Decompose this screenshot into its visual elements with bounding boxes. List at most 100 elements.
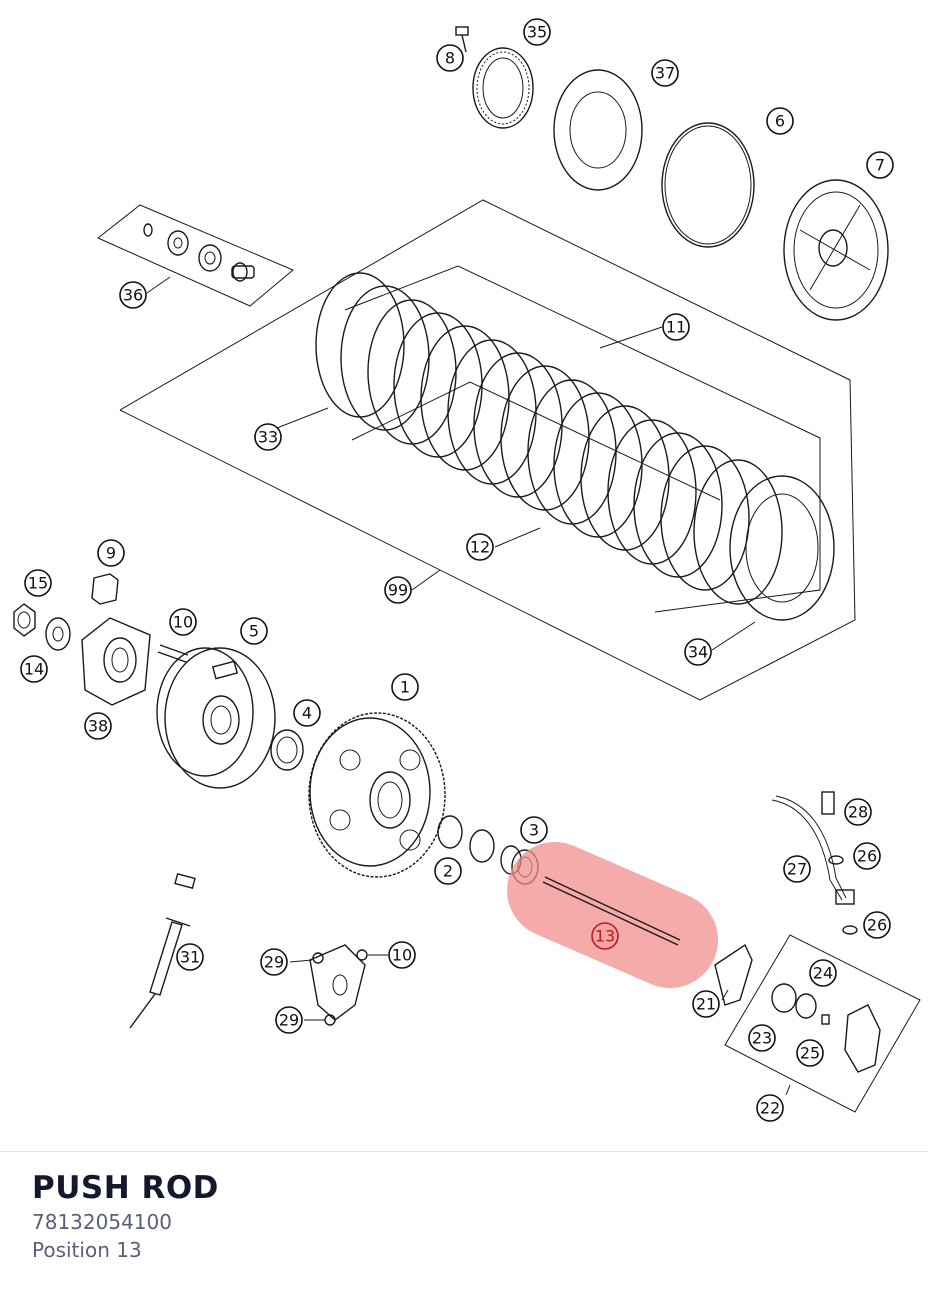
callout-4[interactable]: 4 bbox=[293, 699, 321, 727]
svg-text:3: 3 bbox=[529, 821, 539, 840]
callout-33[interactable]: 33 bbox=[254, 423, 282, 451]
svg-text:15: 15 bbox=[28, 574, 48, 593]
svg-text:24: 24 bbox=[813, 964, 833, 983]
callout-7[interactable]: 7 bbox=[866, 151, 894, 179]
part-number: 78132054100 bbox=[32, 1210, 172, 1234]
callout-1[interactable]: 1 bbox=[391, 673, 419, 701]
clutch-basket-5 bbox=[156, 647, 276, 789]
callout-12[interactable]: 12 bbox=[466, 533, 494, 561]
svg-text:26: 26 bbox=[867, 916, 887, 935]
svg-text:99: 99 bbox=[388, 581, 408, 600]
small-parts-kit-35 bbox=[143, 223, 255, 282]
callout-11[interactable]: 11 bbox=[662, 313, 690, 341]
svg-text:7: 7 bbox=[875, 156, 885, 175]
slave-cylinder-22 bbox=[771, 983, 881, 1073]
svg-text:29: 29 bbox=[264, 953, 284, 972]
callout-21[interactable]: 21 bbox=[692, 990, 720, 1018]
callout-24[interactable]: 24 bbox=[809, 959, 837, 987]
part-position: Position 13 bbox=[32, 1238, 142, 1262]
hose-28-27 bbox=[771, 791, 855, 905]
svg-text:1: 1 bbox=[400, 678, 410, 697]
callout-10-bottom[interactable]: 10 bbox=[388, 941, 416, 969]
clutch-plate-stack bbox=[315, 272, 835, 621]
svg-text:5: 5 bbox=[249, 622, 259, 641]
callout-2[interactable]: 2 bbox=[434, 857, 462, 885]
svg-text:2: 2 bbox=[443, 862, 453, 881]
svg-text:23: 23 bbox=[752, 1029, 772, 1048]
part-info-panel: PUSH ROD 78132054100 Position 13 bbox=[32, 1168, 219, 1264]
group-box-35 bbox=[97, 204, 294, 307]
grease-syringe-31 bbox=[129, 872, 196, 1029]
screw-10-top bbox=[455, 26, 469, 53]
svg-text:10: 10 bbox=[173, 613, 193, 632]
callout-26-top[interactable]: 26 bbox=[853, 842, 881, 870]
washer-14 bbox=[45, 617, 71, 651]
callout-14[interactable]: 14 bbox=[20, 655, 48, 683]
svg-text:25: 25 bbox=[800, 1044, 820, 1063]
callout-34[interactable]: 34 bbox=[684, 638, 712, 666]
svg-text:9: 9 bbox=[106, 544, 116, 563]
spring-8 bbox=[91, 573, 119, 605]
svg-text:27: 27 bbox=[787, 860, 807, 879]
svg-text:4: 4 bbox=[302, 704, 312, 723]
callout-28[interactable]: 28 bbox=[844, 798, 872, 826]
svg-text:22: 22 bbox=[760, 1099, 780, 1118]
callout-8[interactable]: 9 bbox=[97, 539, 125, 567]
pressure-plate-7 bbox=[783, 179, 889, 321]
callout-6[interactable]: 6 bbox=[766, 107, 794, 135]
callout-3[interactable]: 3 bbox=[520, 816, 548, 844]
callout-23[interactable]: 23 bbox=[748, 1024, 776, 1052]
svg-text:35: 35 bbox=[527, 23, 547, 42]
callout-37[interactable]: 37 bbox=[651, 59, 679, 87]
washer-37 bbox=[553, 69, 643, 191]
callout-15[interactable]: 15 bbox=[24, 569, 52, 597]
callout-25[interactable]: 25 bbox=[796, 1039, 824, 1067]
svg-text:37: 37 bbox=[655, 64, 675, 83]
callout-10-top[interactable]: 8 bbox=[436, 44, 464, 72]
callout-35[interactable]: 36 bbox=[119, 281, 147, 309]
primary-gear-1 bbox=[308, 712, 446, 878]
exploded-parts-diagram: 35 8 37 6 7 36 11 33 12 99 34 9 15 10 5 … bbox=[13, 18, 921, 1122]
callout-99[interactable]: 99 bbox=[384, 576, 412, 604]
callout-31[interactable]: 31 bbox=[176, 943, 204, 971]
callout-5[interactable]: 5 bbox=[240, 617, 268, 645]
callout-9[interactable]: 10 bbox=[169, 608, 197, 636]
svg-text:26: 26 bbox=[857, 847, 877, 866]
svg-text:13: 13 bbox=[595, 927, 615, 946]
callout-38[interactable]: 38 bbox=[84, 712, 112, 740]
svg-text:28: 28 bbox=[848, 803, 868, 822]
footer-divider bbox=[0, 1151, 928, 1152]
callout-27[interactable]: 27 bbox=[783, 855, 811, 883]
svg-text:31: 31 bbox=[180, 948, 200, 967]
hub-38 bbox=[81, 617, 151, 706]
washers-26 bbox=[828, 855, 858, 935]
svg-text:29: 29 bbox=[279, 1011, 299, 1030]
callout-29-top[interactable]: 29 bbox=[260, 948, 288, 976]
callout-26-bottom[interactable]: 26 bbox=[863, 911, 891, 939]
svg-text:33: 33 bbox=[258, 428, 278, 447]
lever-29 bbox=[309, 944, 368, 1026]
washer-4 bbox=[270, 729, 304, 771]
gasket-21 bbox=[714, 943, 753, 1006]
ring-6 bbox=[661, 122, 755, 248]
part-name: PUSH ROD bbox=[32, 1170, 219, 1206]
group-box-22 bbox=[724, 934, 921, 1113]
callout-13-highlighted[interactable]: 13 bbox=[591, 922, 619, 950]
push-rod-highlight[interactable] bbox=[507, 842, 718, 988]
svg-text:6: 6 bbox=[775, 112, 785, 131]
svg-text:34: 34 bbox=[688, 643, 708, 662]
svg-text:36: 36 bbox=[123, 286, 143, 305]
callout-29-bottom[interactable]: 29 bbox=[275, 1006, 303, 1034]
friction-disc-36 bbox=[472, 47, 534, 129]
svg-text:10: 10 bbox=[392, 946, 412, 965]
callout-36[interactable]: 35 bbox=[523, 18, 551, 46]
group-box-99 bbox=[119, 199, 856, 701]
bearing-2 bbox=[437, 815, 495, 863]
callout-22[interactable]: 22 bbox=[756, 1094, 784, 1122]
svg-text:21: 21 bbox=[696, 995, 716, 1014]
svg-text:11: 11 bbox=[666, 318, 686, 337]
nut-15 bbox=[13, 603, 36, 637]
svg-text:38: 38 bbox=[88, 717, 108, 736]
svg-text:12: 12 bbox=[470, 538, 490, 557]
svg-text:8: 8 bbox=[445, 49, 455, 68]
